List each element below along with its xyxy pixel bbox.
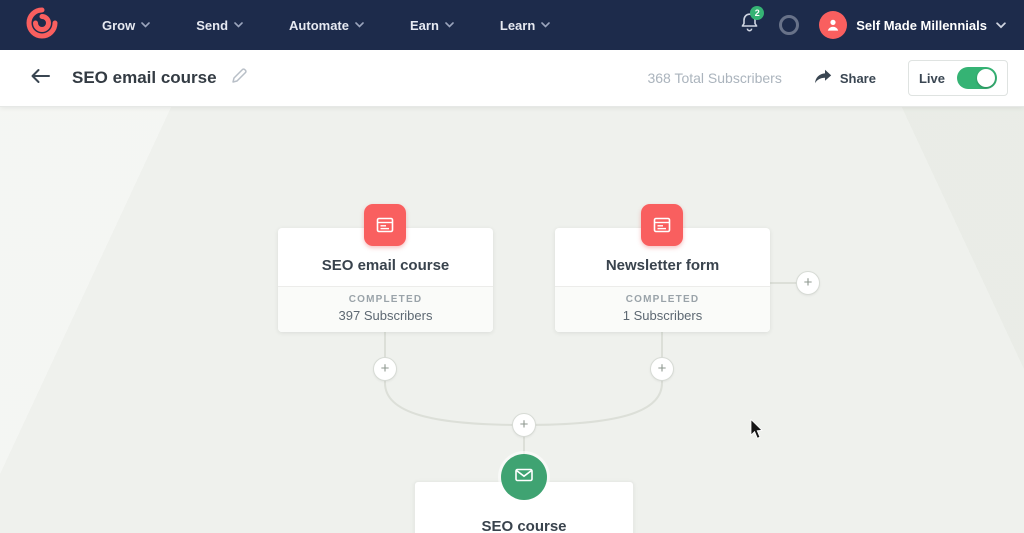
header-right: 368 Total Subscribers Share Live — [647, 60, 1008, 96]
form-icon — [364, 204, 406, 246]
chevron-down-icon — [355, 22, 364, 28]
nav-label: Send — [196, 17, 229, 33]
add-step-button-node2[interactable]: + — [650, 357, 674, 381]
nav-label: Grow — [102, 17, 136, 33]
avatar — [819, 11, 848, 39]
total-subscribers: 368 Total Subscribers — [647, 70, 782, 86]
notification-badge: 2 — [750, 6, 765, 20]
nav-item-grow[interactable]: Grow — [102, 17, 151, 33]
node-subscriber-count: 397 Subscribers — [338, 308, 433, 323]
email-node-button[interactable] — [501, 454, 547, 500]
nav-item-send[interactable]: Send — [196, 18, 243, 33]
account-name: Self Made Millennials — [856, 17, 987, 33]
envelope-icon — [513, 464, 535, 491]
nav-label: Automate — [289, 17, 349, 33]
nav-label: Earn — [409, 17, 439, 33]
node-title: SEO email course — [321, 257, 450, 274]
main-nav: Grow Send Automate Earn — [102, 17, 551, 33]
form-node-seo-email-course[interactable]: SEO email course COMPLETED 397 Subscribe… — [278, 228, 493, 332]
chevron-down-icon — [996, 21, 1006, 29]
node-subscriber-count: 1 Subscribers — [622, 308, 703, 323]
node-title: SEO course — [481, 518, 567, 533]
automation-canvas[interactable]: SEO email course COMPLETED 397 Subscribe… — [0, 107, 1024, 533]
chevron-down-icon — [234, 22, 243, 28]
automation-header: SEO email course 368 Total Subscribers S… — [0, 50, 1024, 107]
add-step-button-merge[interactable]: + — [512, 413, 536, 437]
navbar-right: 2 Self Made Millennials — [740, 6, 1006, 39]
live-label: Live — [918, 70, 945, 86]
rename-button[interactable] — [231, 67, 247, 89]
add-step-button-node1[interactable]: + — [373, 357, 397, 381]
add-step-button-right[interactable]: + — [796, 271, 820, 295]
arrow-left-icon — [30, 68, 50, 89]
live-toggle[interactable] — [957, 67, 997, 89]
brand-swirl-icon — [26, 7, 58, 44]
notifications-button[interactable]: 2 — [740, 6, 765, 38]
toggle-knob — [977, 69, 995, 87]
top-navbar: Grow Send Automate Earn — [0, 0, 1024, 50]
page-title: SEO email course — [72, 68, 217, 87]
share-icon — [814, 69, 832, 88]
convertkit-logo[interactable] — [26, 7, 58, 44]
nav-item-learn[interactable]: Learn — [499, 17, 551, 33]
node-title: Newsletter form — [605, 257, 720, 274]
back-button[interactable] — [30, 68, 50, 89]
chevron-down-icon — [141, 22, 151, 28]
nav-item-automate[interactable]: Automate — [289, 18, 364, 33]
circle-indicator-icon — [779, 15, 800, 35]
nav-item-earn[interactable]: Earn — [410, 18, 454, 33]
live-toggle-group: Live — [907, 60, 1008, 96]
form-icon — [641, 204, 683, 246]
chevron-down-icon — [541, 22, 551, 28]
account-menu[interactable]: Self Made Millennials — [819, 11, 1006, 39]
node-status: COMPLETED — [625, 294, 700, 305]
nav-label: Learn — [499, 17, 536, 33]
share-label: Share — [839, 70, 876, 86]
node-footer: COMPLETED 397 Subscribers — [278, 286, 493, 332]
node-status: COMPLETED — [348, 294, 423, 305]
pencil-icon — [231, 67, 247, 89]
chevron-down-icon — [445, 22, 454, 28]
node-footer: COMPLETED 1 Subscribers — [555, 286, 770, 332]
share-button[interactable]: Share — [814, 69, 876, 88]
